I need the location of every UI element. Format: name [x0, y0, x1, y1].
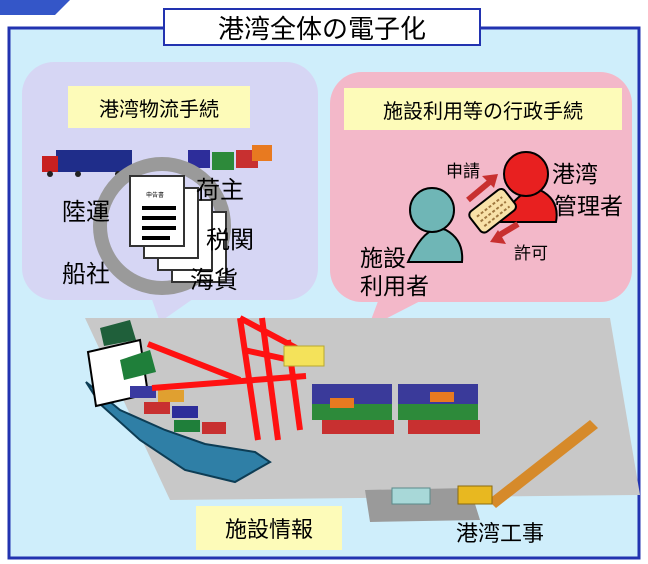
label-facility-user-line1: 施設 — [360, 246, 406, 272]
corner-tab — [0, 0, 70, 15]
logistics-heading: 港湾物流手続 — [68, 86, 250, 128]
facility-user-icon — [406, 187, 464, 263]
label-customs: 税関 — [206, 226, 254, 254]
label-shipping-company: 船社 — [62, 260, 110, 288]
gantry-crane-icon — [146, 315, 307, 441]
label-permission: 許可 — [514, 244, 548, 264]
container-ship-icon — [85, 320, 272, 484]
container-stack-icon — [188, 145, 272, 170]
label-port-manager-line2: 管理者 — [554, 194, 623, 220]
document-stack-icon — [129, 175, 227, 283]
admin-heading: 施設利用等の行政手続 — [344, 88, 622, 130]
permission-arrow-icon — [490, 221, 520, 244]
label-facility-user-line2: 利用者 — [360, 274, 429, 300]
document-card-icon — [468, 188, 517, 234]
excavator-icon — [391, 420, 598, 508]
page-title: 港湾全体の電子化 — [163, 8, 481, 46]
container-yard-a — [312, 384, 394, 434]
label-shipper: 荷主 — [196, 176, 244, 204]
port-construction-label: 港湾工事 — [456, 522, 545, 547]
facility-info-label: 施設情報 — [196, 506, 342, 550]
label-land-transport: 陸運 — [62, 198, 110, 226]
application-arrow-icon — [466, 174, 498, 203]
container-yard-b — [398, 384, 480, 434]
yellow-container-icon — [283, 345, 325, 367]
label-marine-cargo: 海貨 — [190, 266, 238, 294]
label-port-manager-line1: 港湾 — [552, 162, 598, 188]
document-header-label: 申告書 — [146, 192, 165, 199]
label-application: 申請 — [446, 162, 480, 182]
port-manager-icon — [498, 151, 558, 223]
